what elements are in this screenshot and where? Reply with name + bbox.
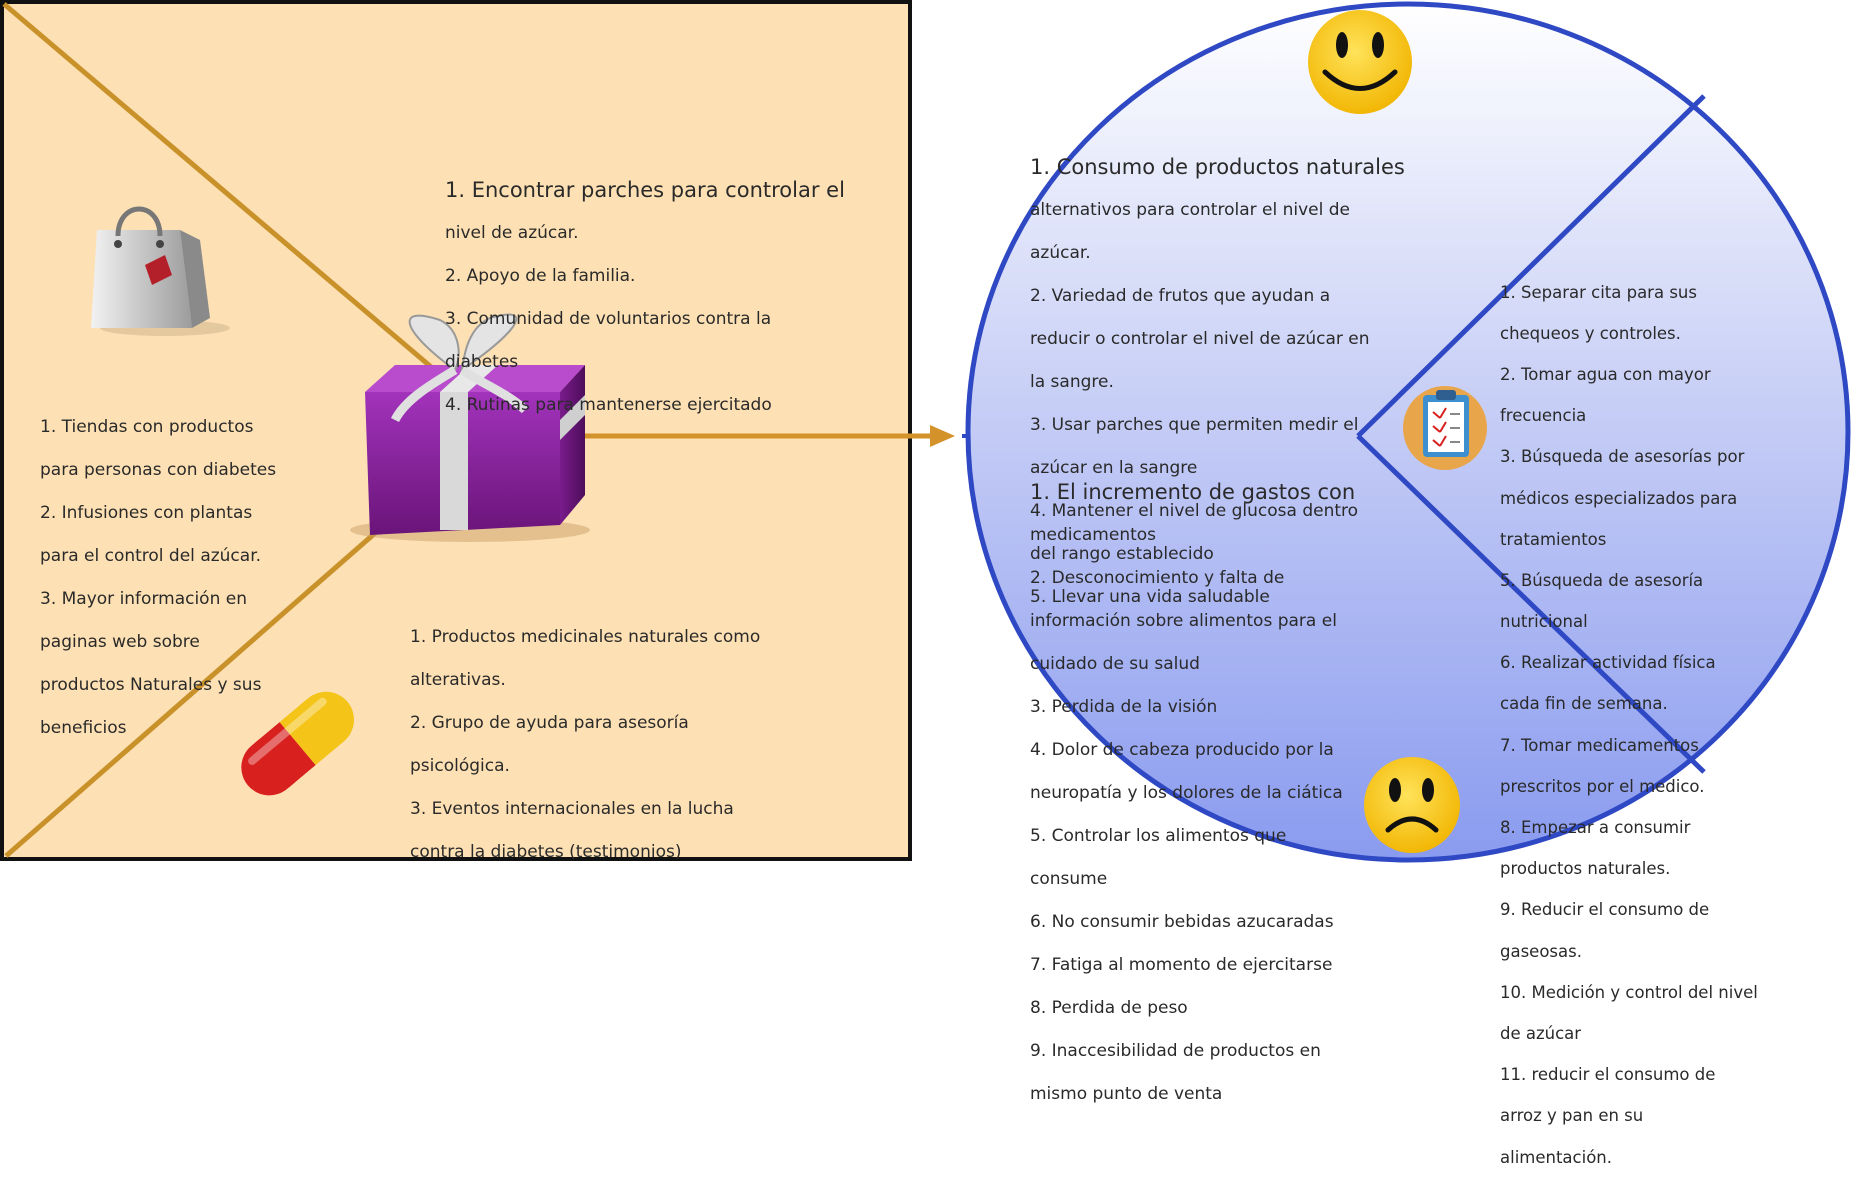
text-line: 3. Usar parches que permiten medir el: [1030, 414, 1359, 435]
text-line: 4. Dolor de cabeza producido por la: [1030, 739, 1334, 760]
customer-jobs-text: 1. Separar cita para sus chequeos y cont…: [1500, 262, 1830, 1189]
text-line: reducir o controlar el nivel de azúcar e…: [1030, 328, 1370, 349]
square-diagonal-top: [2, 2, 472, 402]
text-line: de azúcar: [1500, 1023, 1582, 1043]
text-line: 2. Tomar agua con mayor: [1500, 364, 1711, 384]
text-line: prescritos por el medico.: [1500, 776, 1705, 796]
text-line: 9. Inaccesibilidad de productos en: [1030, 1040, 1321, 1061]
text-line: azúcar en la sangre: [1030, 457, 1198, 478]
text-line: productos Naturales y sus: [40, 674, 262, 695]
text-line: 4. Rutinas para mantenerse ejercitado: [445, 394, 772, 415]
shopping-bag-icon: [91, 206, 230, 336]
text-line: 2. Apoyo de la familia.: [445, 265, 636, 286]
pain-relievers-text: 1. Productos medicinales naturales como …: [410, 605, 850, 885]
text-line: información sobre alimentos para el: [1030, 610, 1337, 631]
text-line: 3. Comunidad de voluntarios contra la: [445, 308, 772, 329]
circle-divider-down: [1356, 434, 1706, 774]
text-line: productos naturales.: [1500, 859, 1671, 879]
text-line: nutricional: [1500, 612, 1588, 632]
text-line: chequeos y controles.: [1500, 323, 1681, 343]
text-line: 5. Controlar los alimentos que: [1030, 825, 1287, 846]
text-line: 10. Medición y control del nivel: [1500, 982, 1758, 1002]
text-line: 2. Infusiones con plantas: [40, 502, 253, 523]
arrow-right-head: [930, 425, 955, 447]
text-line: psicológica.: [410, 755, 510, 776]
text-line: 1. El incremento de gastos con: [1030, 479, 1356, 504]
text-line: alternativos para controlar el nivel de: [1030, 199, 1350, 220]
text-line: 1. Consumo de productos naturales: [1030, 154, 1405, 179]
text-line: la sangre.: [1030, 371, 1114, 392]
text-line: arroz y pan en su: [1500, 1106, 1644, 1126]
gift-box-icon: [350, 313, 590, 542]
sad-face-icon: [1364, 757, 1460, 853]
text-line: medicamentos: [1030, 524, 1157, 545]
text-line: diabetes: [445, 351, 519, 372]
text-line: 4. Mantener el nivel de glucosa dentro: [1030, 500, 1359, 521]
text-line: azúcar.: [1030, 242, 1091, 263]
text-line: 3. Perdida de la visión: [1030, 696, 1218, 717]
text-line: 5. Llevar una vida saludable: [1030, 586, 1270, 607]
text-line: gaseosas.: [1500, 941, 1582, 961]
text-line: 3. Mayor información en: [40, 588, 247, 609]
gains-text: 1. Consumo de productos naturales altern…: [1030, 135, 1450, 630]
text-line: cada fin de semana.: [1500, 694, 1668, 714]
text-line: mismo punto de venta: [1030, 1083, 1223, 1104]
text-line: cuidado de su salud: [1030, 653, 1200, 674]
text-line: alimentación.: [1500, 1147, 1612, 1167]
text-line: 6. No consumir bebidas azucaradas: [1030, 911, 1334, 932]
text-line: contra la diabetes (testimonios): [410, 841, 682, 862]
text-line: 2. Grupo de ayuda para asesoría: [410, 712, 689, 733]
text-line: para personas con diabetes: [40, 459, 277, 480]
text-line: médicos especializados para: [1500, 488, 1738, 508]
text-line: 8. Empezar a consumir: [1500, 818, 1691, 838]
text-line: 7. Tomar medicamentos: [1500, 735, 1699, 755]
text-line: alterativas.: [410, 669, 506, 690]
text-line: 9. Reducir el consumo de: [1500, 900, 1710, 920]
text-line: 1. Tiendas con productos: [40, 416, 254, 437]
text-line: neuropatía y los dolores de la ciática: [1030, 782, 1343, 803]
text-line: 1. Encontrar parches para controlar el: [445, 177, 845, 202]
text-line: 2. Desconocimiento y falta de: [1030, 567, 1285, 588]
circle-divider-up: [1356, 94, 1706, 438]
text-line: nivel de azúcar.: [445, 222, 579, 243]
gain-creators-text: 1. Encontrar parches para controlar el n…: [445, 158, 875, 438]
products-services-text: 1. Tiendas con productos para personas c…: [40, 395, 340, 761]
text-line: 3. Eventos internacionales en la lucha: [410, 798, 734, 819]
text-line: beneficios: [40, 717, 127, 738]
text-line: para el control del azúcar.: [40, 545, 262, 566]
smiley-face-icon: [1308, 10, 1412, 114]
text-line: 1. Separar cita para sus: [1500, 282, 1697, 302]
value-proposition-canvas: [0, 0, 1851, 863]
capsule-pill-icon: [241, 691, 355, 796]
clipboard-checklist-icon: [1403, 386, 1487, 470]
text-line: paginas web sobre: [40, 631, 200, 652]
text-line: 5. Búsqueda de asesoría: [1500, 570, 1704, 590]
pains-text: 1. El incremento de gastos con medicamen…: [1030, 460, 1430, 1127]
text-line: 8. Perdida de peso: [1030, 997, 1188, 1018]
text-line: del rango establecido: [1030, 543, 1214, 564]
text-line: frecuencia: [1500, 406, 1587, 426]
text-line: 1. Productos medicinales naturales como: [410, 626, 761, 647]
text-line: 7. Fatiga al momento de ejercitarse: [1030, 954, 1333, 975]
text-line: 11. reducir el consumo de: [1500, 1065, 1716, 1085]
text-line: 2. Variedad de frutos que ayudan a: [1030, 285, 1331, 306]
text-line: 3. Búsqueda de asesorías por: [1500, 447, 1745, 467]
text-line: 6. Realizar actividad física: [1500, 653, 1716, 673]
text-line: consume: [1030, 868, 1108, 889]
text-line: tratamientos: [1500, 529, 1607, 549]
